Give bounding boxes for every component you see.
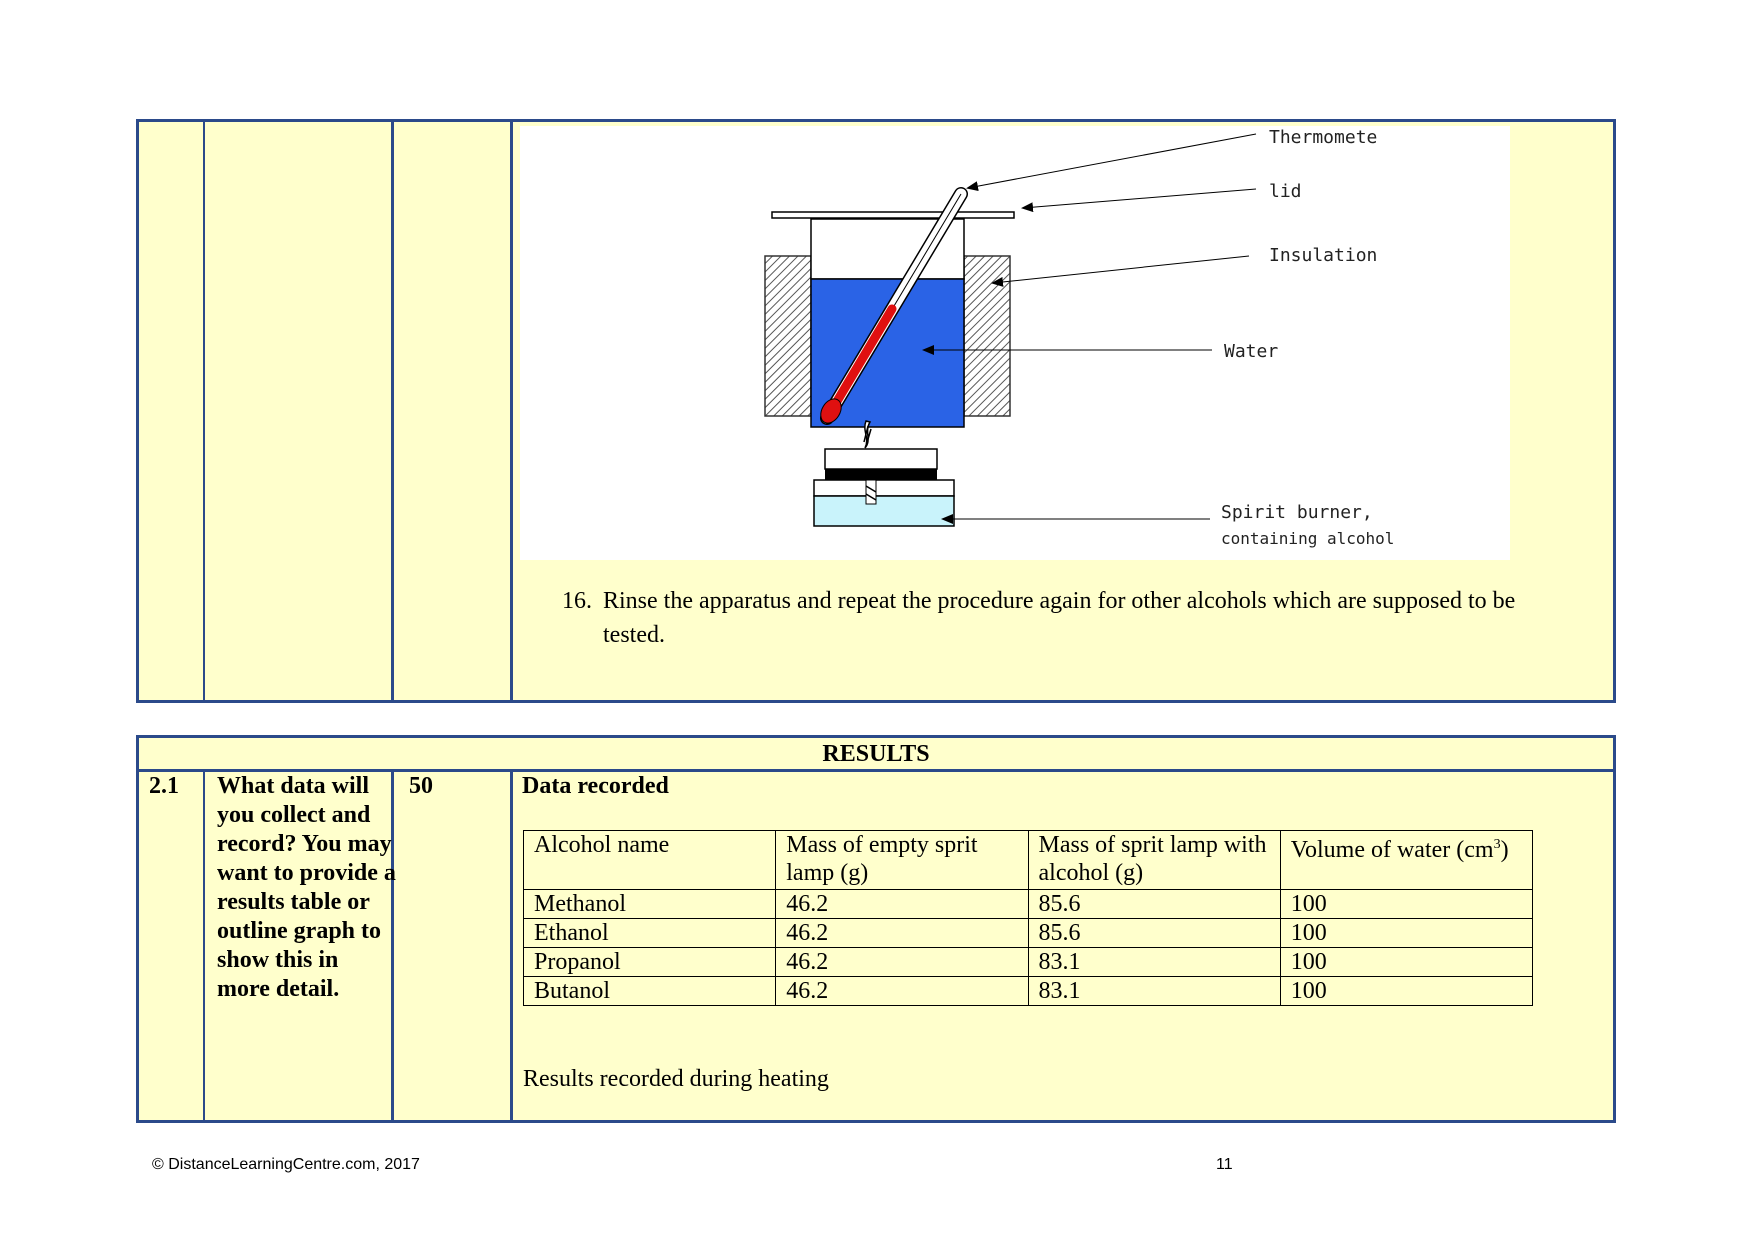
cell-alcohol: Ethanol bbox=[522, 918, 777, 948]
table-row: Butanol 46.2 83.1 100 bbox=[522, 976, 1534, 1006]
cell-volume: 100 bbox=[1279, 918, 1534, 948]
cell-volume: 100 bbox=[1279, 947, 1534, 977]
column-divider bbox=[391, 772, 394, 1120]
cell-mass-full: 85.6 bbox=[1027, 918, 1281, 948]
apparatus-diagram: Thermomete lid Insulation Water Spirit b… bbox=[520, 126, 1510, 560]
cell-mass-full: 85.6 bbox=[1027, 889, 1281, 919]
header-alcohol-name: Alcohol name bbox=[522, 830, 777, 890]
label-burner-line1: Spirit burner, bbox=[1221, 502, 1373, 523]
data-table: Alcohol name Mass of empty sprit lamp (g… bbox=[522, 830, 1534, 1006]
page-number: 11 bbox=[1216, 1156, 1233, 1173]
step-number: 16. bbox=[562, 588, 592, 614]
data-table-header-row: Alcohol name Mass of empty sprit lamp (g… bbox=[522, 830, 1534, 890]
label-burner-line2: containing alcohol bbox=[1221, 529, 1394, 548]
cell-mass-empty: 46.2 bbox=[775, 889, 1029, 919]
spirit-burner bbox=[813, 448, 955, 527]
table-row: Propanol 46.2 83.1 100 bbox=[522, 947, 1534, 977]
results-table: RESULTS 2.1 What data will you collect a… bbox=[136, 735, 1616, 1123]
column-divider bbox=[510, 772, 513, 1120]
data-recorded-title: Data recorded bbox=[522, 773, 669, 799]
column-divider bbox=[203, 122, 205, 700]
table-row: Methanol 46.2 85.6 100 bbox=[522, 889, 1534, 919]
cell-alcohol: Propanol bbox=[522, 947, 777, 977]
header-volume-water: Volume of water (cm3) bbox=[1279, 830, 1534, 890]
question-marks: 50 bbox=[409, 773, 433, 799]
cell-alcohol: Methanol bbox=[522, 889, 777, 919]
cell-mass-full: 83.1 bbox=[1027, 976, 1281, 1006]
question-text: What data will you collect and record? Y… bbox=[217, 773, 396, 1002]
lid bbox=[771, 211, 1015, 219]
results-header: RESULTS bbox=[139, 738, 1613, 772]
header-mass-empty: Mass of empty sprit lamp (g) bbox=[775, 830, 1029, 890]
footer-copyright: © DistanceLearningCentre.com, 2017 bbox=[152, 1156, 420, 1173]
cell-mass-full: 83.1 bbox=[1027, 947, 1281, 977]
cell-mass-empty: 46.2 bbox=[775, 947, 1029, 977]
cell-mass-empty: 46.2 bbox=[775, 918, 1029, 948]
thermometer bbox=[820, 187, 968, 425]
cell-alcohol: Butanol bbox=[522, 976, 777, 1006]
cell-volume: 100 bbox=[1279, 889, 1534, 919]
label-pointers bbox=[922, 133, 1257, 524]
label-thermometer: Thermomete bbox=[1269, 127, 1377, 148]
label-insulation: Insulation bbox=[1269, 245, 1377, 266]
procedure-step-16: 16. Rinse the apparatus and repeat the p… bbox=[562, 584, 1582, 652]
table-row: Ethanol 46.2 85.6 100 bbox=[522, 918, 1534, 948]
results-heating-label: Results recorded during heating bbox=[523, 1066, 829, 1092]
cell-mass-empty: 46.2 bbox=[775, 976, 1029, 1006]
column-divider bbox=[510, 122, 513, 700]
step-text: Rinse the apparatus and repeat the proce… bbox=[603, 588, 1516, 648]
column-divider bbox=[203, 772, 205, 1120]
header-mass-with-alcohol: Mass of sprit lamp with alcohol (g) bbox=[1027, 830, 1281, 890]
label-water: Water bbox=[1224, 341, 1278, 362]
label-lid: lid bbox=[1269, 181, 1302, 202]
insulation-right bbox=[963, 255, 1011, 417]
column-divider bbox=[391, 122, 394, 700]
question-number: 2.1 bbox=[149, 773, 179, 799]
insulation-left bbox=[764, 255, 812, 417]
cell-volume: 100 bbox=[1279, 976, 1534, 1006]
flame bbox=[863, 420, 872, 449]
procedure-table-continued: Thermomete lid Insulation Water Spirit b… bbox=[136, 119, 1616, 703]
